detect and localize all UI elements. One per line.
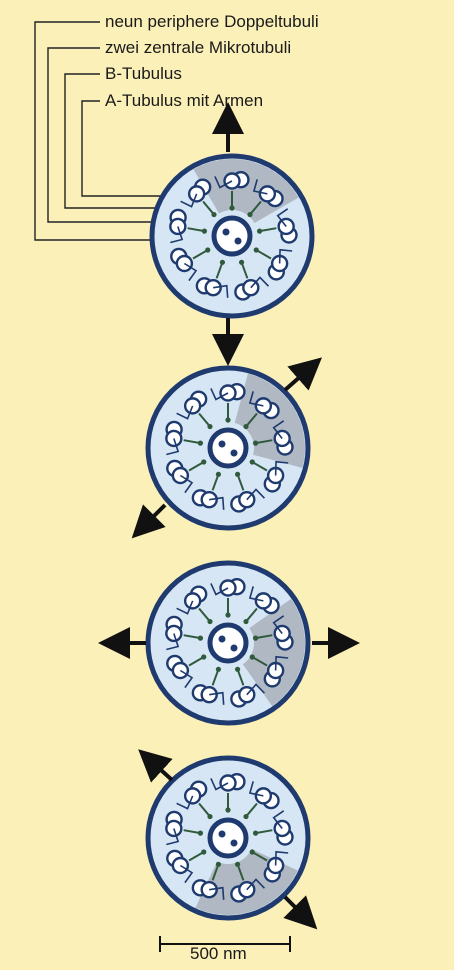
arrow-nw-stage-4 xyxy=(150,760,172,780)
central-microtubule xyxy=(219,636,226,643)
central-microtubule xyxy=(235,238,242,245)
label-a-tubulus: A-Tubulus mit Armen xyxy=(105,91,263,111)
spoke-head xyxy=(229,205,234,210)
label-peripheral-doublets: neun periphere Doppeltubuli xyxy=(105,12,319,32)
central-microtubule xyxy=(219,441,226,448)
spoke-head xyxy=(239,260,244,265)
spoke-head xyxy=(253,831,258,836)
arrow-sw-stage-2 xyxy=(143,505,165,527)
spoke-head xyxy=(247,212,252,217)
spoke-head xyxy=(207,814,212,819)
spoke-head xyxy=(250,459,255,464)
spoke-head xyxy=(216,472,221,477)
central-sheath xyxy=(214,218,250,254)
central-sheath xyxy=(210,820,246,856)
spoke-head xyxy=(243,814,248,819)
cross-section-stage-2 xyxy=(148,368,308,528)
spoke-head xyxy=(235,862,240,867)
central-sheath xyxy=(210,625,246,661)
spoke-head xyxy=(211,212,216,217)
spoke-head xyxy=(243,424,248,429)
spoke-head xyxy=(235,472,240,477)
cross-section-stage-3 xyxy=(148,563,308,723)
spoke-head xyxy=(257,229,262,234)
spoke-head xyxy=(205,247,210,252)
central-sheath xyxy=(210,430,246,466)
spoke-head xyxy=(201,849,206,854)
central-microtubule xyxy=(231,840,238,847)
arrow-se-stage-4 xyxy=(285,897,306,918)
spoke-head xyxy=(250,654,255,659)
cross-section-stage-1 xyxy=(152,156,312,316)
spoke-head xyxy=(254,247,259,252)
spoke-head xyxy=(207,424,212,429)
spoke-head xyxy=(225,612,230,617)
spoke-head xyxy=(216,862,221,867)
spoke-head xyxy=(253,441,258,446)
spoke-head xyxy=(198,441,203,446)
central-microtubule xyxy=(223,229,230,236)
spoke-head xyxy=(198,831,203,836)
spoke-head xyxy=(201,459,206,464)
label-b-tubulus: B-Tubulus xyxy=(105,64,182,84)
cross-section-stage-4 xyxy=(148,758,308,918)
central-microtubule xyxy=(219,831,226,838)
spoke-head xyxy=(202,229,207,234)
label-central-microtubules: zwei zentrale Mikrotubuli xyxy=(105,38,291,58)
spoke-head xyxy=(198,636,203,641)
spoke-head xyxy=(253,636,258,641)
spoke-head xyxy=(201,654,206,659)
spoke-head xyxy=(235,667,240,672)
spoke-head xyxy=(220,260,225,265)
central-microtubule xyxy=(231,450,238,457)
arrow-ne-stage-2 xyxy=(285,368,310,390)
spoke-head xyxy=(225,417,230,422)
spoke-head xyxy=(216,667,221,672)
scale-bar-label: 500 nm xyxy=(190,944,247,964)
spoke-head xyxy=(250,849,255,854)
spoke-head xyxy=(207,619,212,624)
spoke-head xyxy=(243,619,248,624)
spoke-head xyxy=(225,807,230,812)
central-microtubule xyxy=(231,645,238,652)
